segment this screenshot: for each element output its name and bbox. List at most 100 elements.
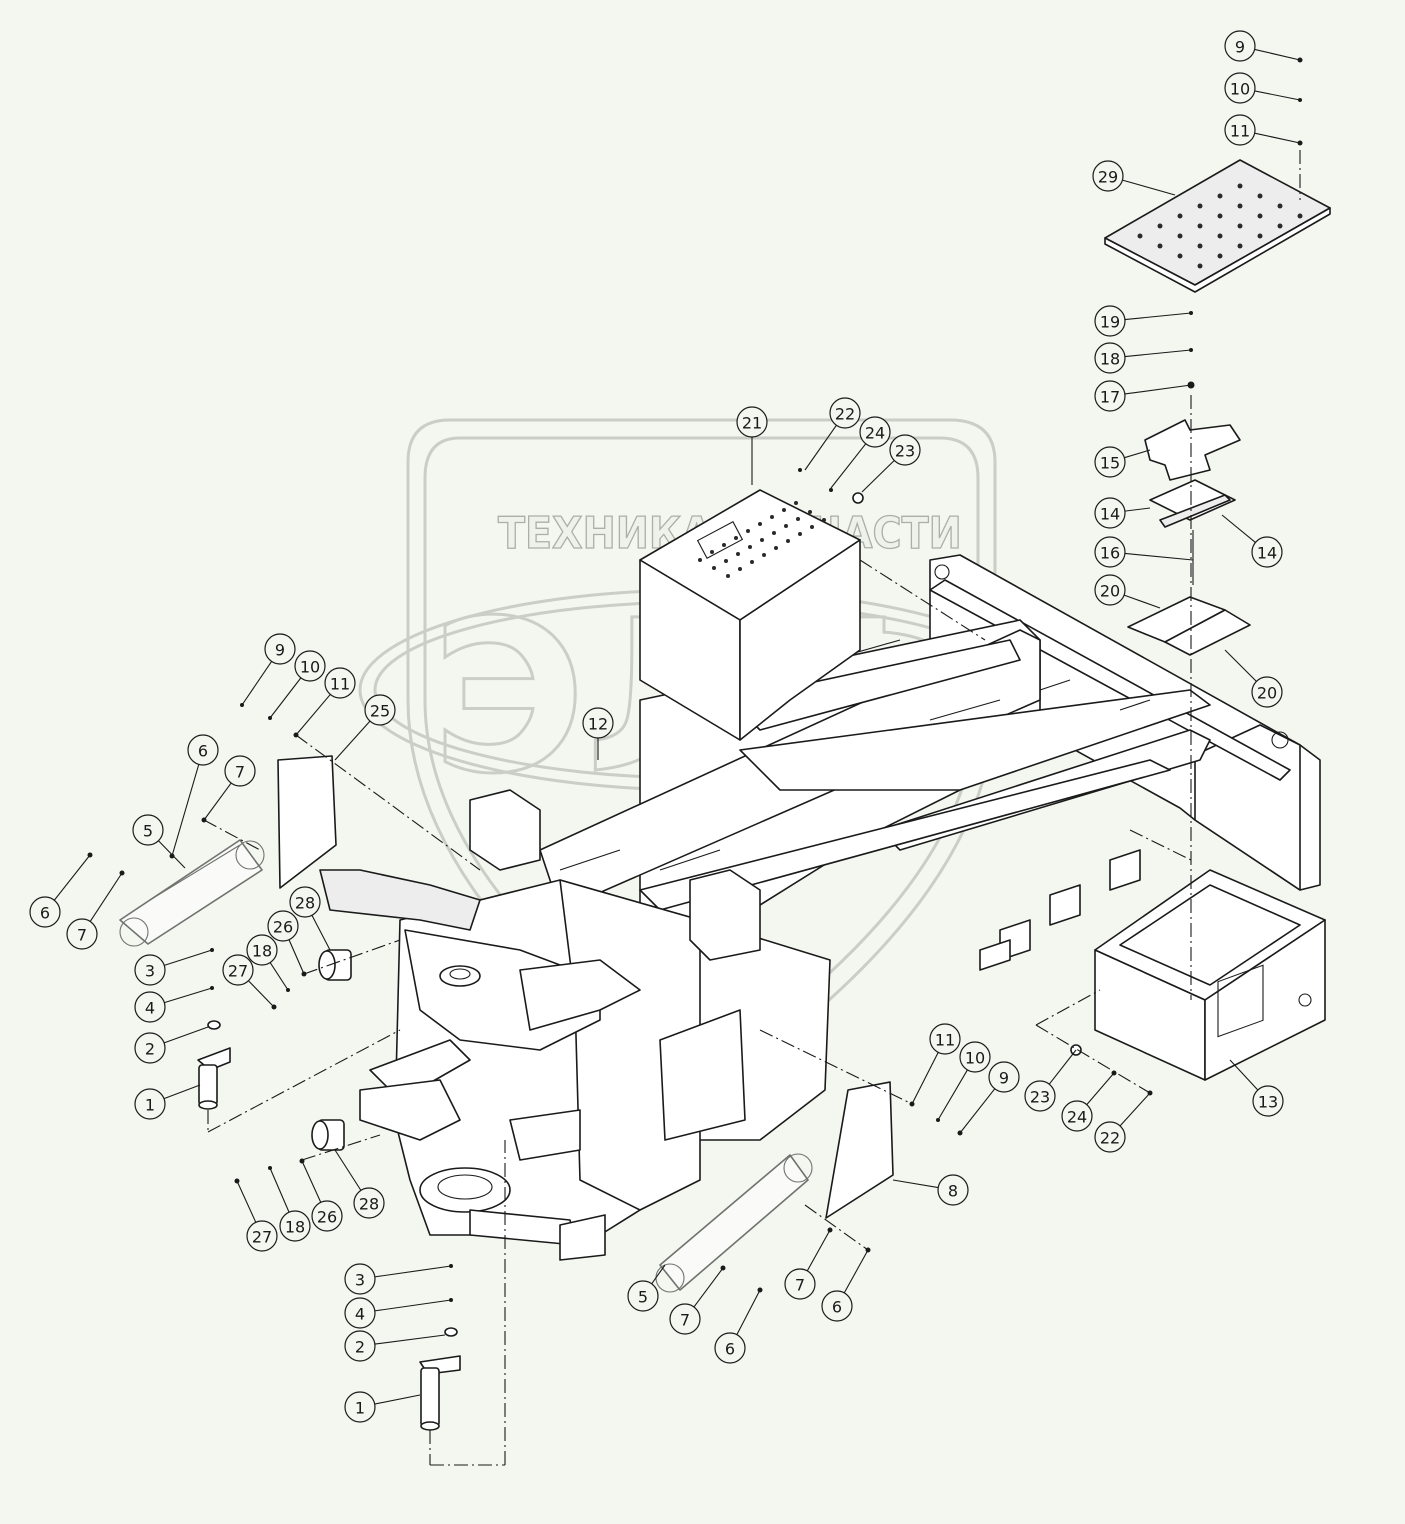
callout-circle <box>1024 1080 1056 1112</box>
callout-label: 1 <box>355 1399 365 1418</box>
callout-leader <box>806 1229 831 1272</box>
callout-label: 24 <box>1067 1108 1087 1127</box>
callout-leader <box>236 1180 257 1223</box>
callout-24: 24 <box>830 416 891 489</box>
callout-label: 7 <box>680 1311 690 1330</box>
callout-circle <box>1224 114 1256 146</box>
front-pivot-ring <box>419 1167 511 1213</box>
callout-label: 9 <box>1235 38 1245 57</box>
part-2-washer-lower <box>444 1327 458 1337</box>
callout-5: 5 <box>627 1264 666 1312</box>
callout-4: 4 <box>134 987 213 1023</box>
callout-22: 22 <box>1094 1092 1151 1153</box>
alignment-lines <box>203 150 1301 1466</box>
front-lower-tab <box>559 1214 606 1261</box>
callout-leader <box>1124 312 1192 321</box>
callout-2: 2 <box>134 1026 209 1064</box>
callout-label: 3 <box>355 1271 365 1290</box>
callout-20: 20 <box>1224 649 1283 708</box>
callout-leader <box>248 980 275 1008</box>
callout-14: 14 <box>1094 497 1151 529</box>
callout-circle <box>134 1032 166 1064</box>
callout-circle <box>364 694 396 726</box>
callout-circle <box>224 755 256 787</box>
callout-1: 1 <box>344 1391 421 1423</box>
callout-label: 25 <box>370 702 390 721</box>
callout-13: 13 <box>1229 1059 1284 1117</box>
callout-18: 18 <box>246 934 289 991</box>
callout-circle <box>627 1280 659 1312</box>
callout-circle <box>294 650 326 682</box>
callout-18: 18 <box>269 1167 311 1242</box>
callout-leader <box>311 915 331 951</box>
callout-label: 5 <box>638 1288 648 1307</box>
callout-leader <box>241 661 273 706</box>
callout-leader <box>804 424 837 471</box>
callout-circle <box>344 1391 376 1423</box>
callout-21: 21 <box>736 406 768 485</box>
callout-label: 23 <box>1030 1088 1050 1107</box>
callout-label: 27 <box>252 1228 272 1247</box>
callout-label: 12 <box>588 715 608 734</box>
callout-11: 11 <box>1224 114 1301 146</box>
callout-leader <box>1124 507 1151 512</box>
callout-label: 29 <box>1098 168 1118 187</box>
callout-20: 20 <box>1094 574 1161 609</box>
callout-label: 19 <box>1100 313 1120 332</box>
callout-label: 6 <box>198 742 208 761</box>
callout-circle <box>353 1187 385 1219</box>
callout-11: 11 <box>911 1023 961 1105</box>
callout-circle <box>1094 305 1126 337</box>
callout-label: 18 <box>285 1218 305 1237</box>
callout-label: 11 <box>330 675 350 694</box>
callout-circle <box>889 434 921 466</box>
callout-circle <box>187 734 219 766</box>
part-8-cover-plate <box>825 1081 894 1219</box>
front-mount-bore <box>439 965 481 987</box>
callout-label: 10 <box>965 1049 985 1068</box>
callout-label: 11 <box>935 1031 955 1050</box>
callout-label: 6 <box>40 904 50 923</box>
callout-leader <box>937 1069 968 1121</box>
callout-leader <box>269 962 289 991</box>
callout-circle <box>1061 1100 1093 1132</box>
callout-circle <box>736 406 768 438</box>
part-28-bushing-lower <box>311 1119 345 1151</box>
callout-leader <box>892 1179 939 1189</box>
part-28-bushing-upper <box>318 949 352 981</box>
callout-27: 27 <box>222 954 275 1008</box>
callout-leader <box>1254 48 1301 61</box>
callout-circle <box>821 1290 853 1322</box>
callout-12: 12 <box>582 707 614 760</box>
part-21-battery-box <box>639 489 861 741</box>
callout-leader <box>693 1267 724 1308</box>
callout-label: 26 <box>317 1208 337 1227</box>
toolbox-inner-wall <box>1119 884 1301 986</box>
callout-label: 4 <box>355 1305 365 1324</box>
callout-leader <box>53 854 91 901</box>
callout-18: 18 <box>1094 342 1192 374</box>
callout-29: 29 <box>1092 160 1176 196</box>
callout-circle <box>311 1200 343 1232</box>
callout-leader <box>374 1265 452 1278</box>
callout-7: 7 <box>66 872 123 950</box>
callout-label: 20 <box>1257 684 1277 703</box>
callout-circle <box>344 1263 376 1295</box>
callout-9: 9 <box>241 633 296 706</box>
part-2-washer-upper <box>207 1020 221 1030</box>
perforated-plate-edge <box>1104 207 1331 293</box>
rear-bracket-2 <box>1049 884 1081 926</box>
callout-16: 16 <box>1094 536 1194 568</box>
callout-7: 7 <box>203 755 256 821</box>
callout-circle <box>1092 160 1124 192</box>
callout-leader <box>1254 90 1301 101</box>
callout-circle <box>344 1330 376 1362</box>
callout-circle <box>344 1297 376 1329</box>
callout-10: 10 <box>937 1041 991 1121</box>
callout-3: 3 <box>134 949 213 986</box>
callout-28: 28 <box>334 1149 385 1219</box>
callout-23: 23 <box>1024 1049 1077 1112</box>
callout-leader <box>1229 1059 1259 1091</box>
callout-3: 3 <box>344 1263 452 1295</box>
callout-circle <box>324 667 356 699</box>
